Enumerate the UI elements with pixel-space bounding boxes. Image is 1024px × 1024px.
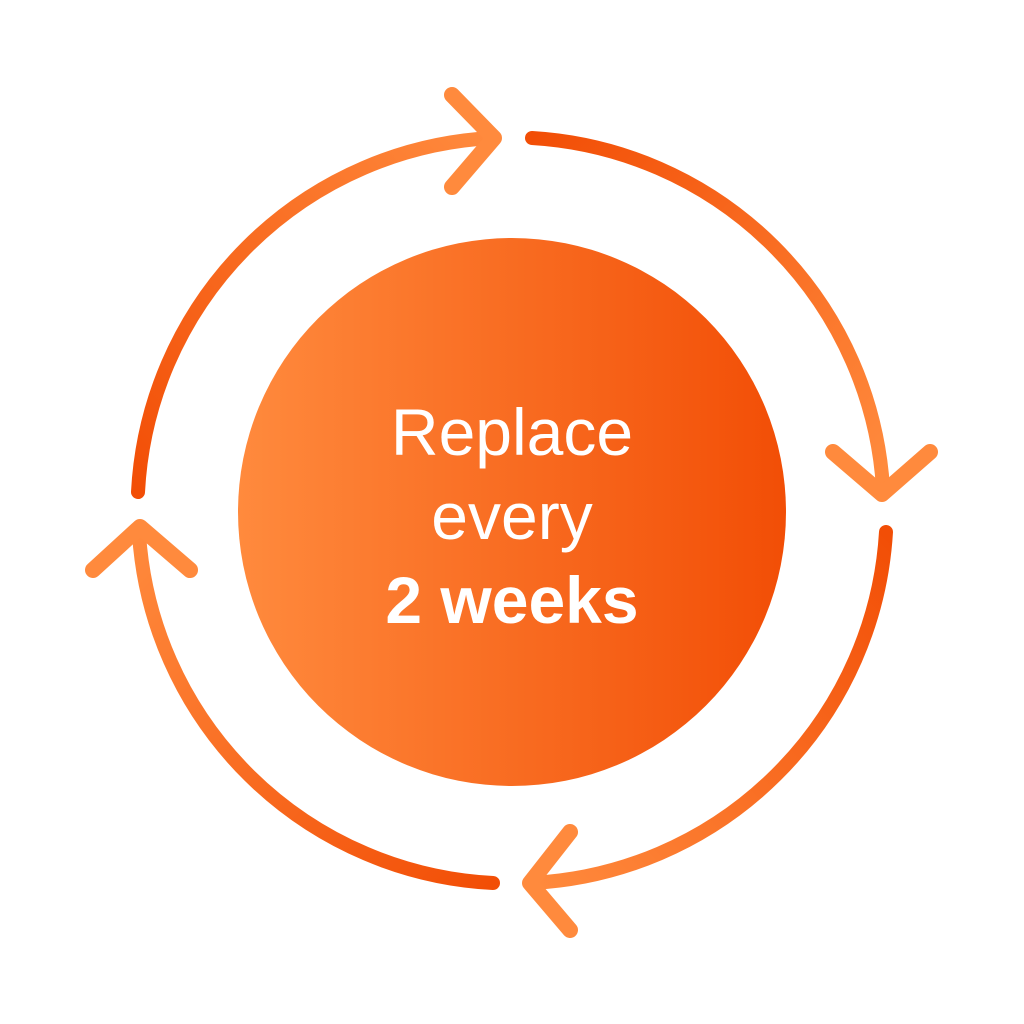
- cycle-arrow-icon: [131, 87, 502, 499]
- center-label: Replace every 2 weeks: [262, 390, 762, 642]
- center-line-3: 2 weeks: [385, 563, 639, 637]
- center-line-2: every: [431, 479, 593, 553]
- cycle-arrow-icon: [522, 525, 893, 938]
- cycle-arrow-icon: [85, 519, 500, 890]
- cycle-arrow-icon: [525, 131, 938, 502]
- center-circle: [238, 238, 786, 786]
- center-line-1: Replace: [390, 395, 634, 469]
